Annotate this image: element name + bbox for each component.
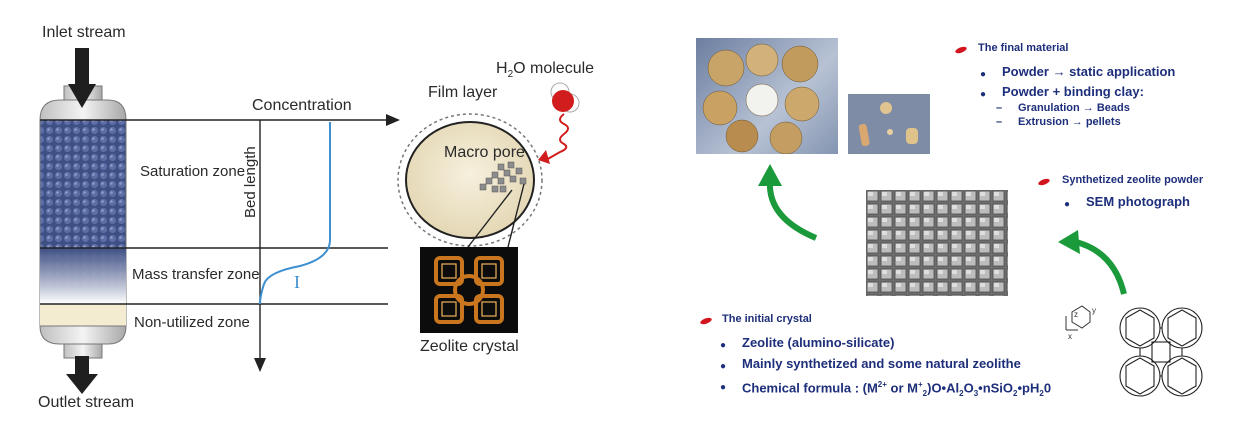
zeolite-crystallite-cluster — [479, 161, 527, 193]
bed-length-label: Bed length — [242, 146, 259, 218]
zeolite-crystal-image — [420, 247, 518, 333]
bed-length-arrowhead — [254, 358, 266, 372]
curve-marker-label: I — [294, 272, 300, 292]
zeolite-crystal-label: Zeolite crystal — [420, 338, 519, 355]
initial-crystal-item: Zeolite (alumino-silicate) — [720, 332, 1051, 356]
final-material-sublist: Granulation → Beads Extrusion → pellets — [996, 101, 1130, 129]
breakthrough-curve — [259, 122, 331, 305]
concentration-label: Concentration — [252, 97, 352, 114]
pore-illustration — [397, 113, 543, 248]
zeolite-powder-title: Synthetized zeolite powder — [1062, 174, 1204, 186]
final-material-title: The final material — [978, 42, 1069, 54]
inlet-stream-label: Inlet stream — [42, 24, 126, 41]
adsorption-column-diagram — [39, 48, 580, 394]
final-material-subitem: Extrusion → pellets — [996, 115, 1130, 129]
initial-crystal-title: The initial crystal — [722, 313, 812, 325]
pellets-photo — [848, 94, 930, 154]
final-material-photo — [696, 38, 838, 154]
final-material-item: Powder → static application — [980, 62, 1175, 85]
arrow-to-zeolite-powder — [1058, 230, 1127, 295]
h2o-molecule-label: H2O molecule — [496, 60, 595, 81]
inlet-arrow — [68, 48, 96, 108]
arrow-to-final-material — [758, 164, 818, 241]
zeolite-powder-bullet-icon — [1038, 178, 1050, 186]
final-material-list: Powder → static application Powder + bin… — [980, 62, 1175, 105]
axis-y-label: y — [1092, 306, 1096, 315]
final-material-item: Powder + binding clay: — [980, 82, 1175, 105]
sem-photograph — [866, 190, 1008, 296]
initial-crystal-bullet-icon — [700, 317, 712, 325]
water-molecule-icon — [545, 82, 580, 161]
macro-pore-label: Macro pore — [444, 144, 525, 161]
final-material-bullet-icon — [955, 46, 967, 54]
mass-transfer-zone-label: Mass transfer zone — [132, 266, 260, 283]
initial-crystal-list: Zeolite (alumino-silicate) Mainly synthe… — [720, 332, 1051, 404]
zeolite-powder-item: SEM photograph — [1064, 193, 1190, 214]
film-layer-label: Film layer — [428, 84, 498, 101]
chemical-formula: Chemical formula : (M2+ or M+2)O•Al2O3•n… — [720, 374, 1051, 404]
initial-crystal-item: Mainly synthetized and some natural zeol… — [720, 353, 1051, 377]
non-utilized-zone-label: Non-utilized zone — [134, 314, 250, 331]
final-material-subitem: Granulation → Beads — [996, 101, 1130, 115]
outlet-arrow — [66, 356, 98, 394]
water-arrowhead — [538, 150, 550, 164]
zeolite-powder-list: SEM photograph — [1064, 193, 1190, 214]
zeolite-framework-drawing — [1065, 305, 1203, 397]
axis-z-label: z — [1074, 310, 1078, 319]
saturation-zone-label: Saturation zone — [140, 163, 246, 180]
concentration-arrowhead — [386, 114, 400, 126]
axis-x-label: x — [1068, 332, 1072, 341]
outlet-stream-label: Outlet stream — [38, 394, 135, 411]
adsorption-column — [39, 85, 127, 359]
